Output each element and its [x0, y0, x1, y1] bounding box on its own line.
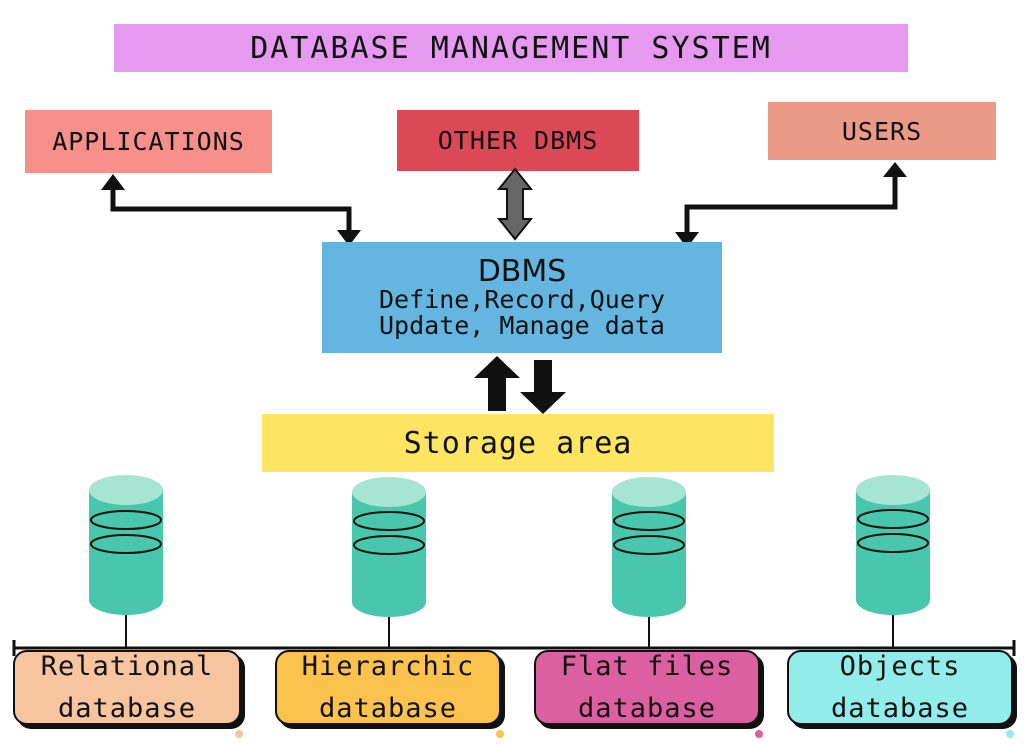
decorative-dot — [496, 730, 504, 738]
users-box: USERS — [768, 102, 996, 160]
objects-database-label: Objects database — [787, 650, 1013, 725]
down-arrow-icon — [520, 360, 566, 414]
label-line1: Relational — [40, 650, 214, 682]
database-cylinder-icon — [856, 475, 930, 615]
dbms-box: DBMS Define,Record,Query Update, Manage … — [322, 242, 722, 353]
label-line1: Objects — [839, 650, 961, 682]
other-dbms-double-arrow-icon — [496, 167, 534, 241]
applications-connector — [101, 174, 361, 246]
up-arrow-icon — [474, 356, 520, 411]
label-line2: database — [830, 692, 970, 724]
decorative-dot — [1006, 730, 1014, 738]
dbms-functions-line1: Define,Record,Query — [379, 285, 665, 314]
decorative-dot — [235, 730, 243, 738]
dbms-functions-line2: Update, Manage data — [379, 311, 665, 341]
label-line1: Flat files — [560, 650, 734, 682]
relational-database-label: Relational database — [13, 650, 241, 725]
other-dbms-box: OTHER DBMS — [397, 110, 639, 171]
label-line1: Hierarchic — [301, 650, 475, 682]
hierarchic-database-label: Hierarchic database — [275, 650, 501, 725]
database-cylinder-icon — [612, 477, 686, 617]
decorative-dot — [755, 730, 763, 738]
database-baseline — [12, 615, 1016, 656]
users-connector — [675, 162, 907, 248]
label-line2: database — [577, 692, 717, 724]
database-cylinder-icon — [352, 477, 426, 617]
label-line2: database — [318, 692, 458, 724]
label-line2: database — [57, 692, 197, 724]
database-cylinder-icon — [89, 475, 163, 615]
flat-files-database-label: Flat files database — [534, 650, 760, 725]
dbms-title: DBMS — [477, 253, 567, 289]
diagram-title: DATABASE MANAGEMENT SYSTEM — [114, 24, 908, 72]
applications-box: APPLICATIONS — [25, 110, 272, 173]
storage-area-box: Storage area — [262, 414, 774, 472]
